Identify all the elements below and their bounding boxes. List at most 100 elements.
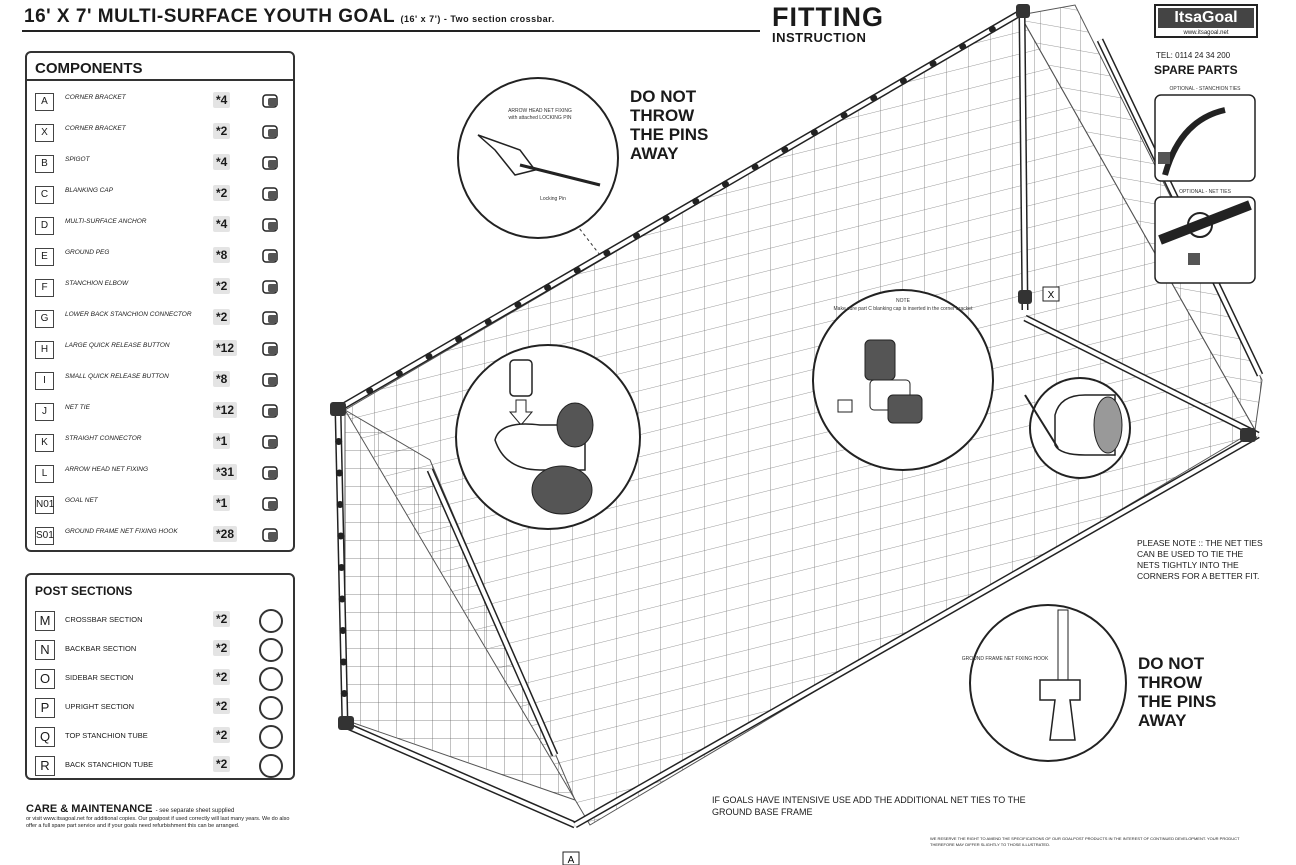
tube-profile-icon bbox=[259, 725, 283, 749]
left-sidebar-inner bbox=[344, 723, 576, 827]
tube-end-top-icon bbox=[556, 402, 594, 448]
warning-top-line3: THE PINS bbox=[630, 125, 709, 144]
callout-locking-pin-label: Locking Pin bbox=[540, 196, 566, 202]
component-code: S01 bbox=[35, 527, 54, 545]
warning-bottom-line3: THE PINS bbox=[1138, 692, 1217, 711]
post-qty: *2 bbox=[213, 669, 231, 685]
tube-end-bottom-icon bbox=[531, 465, 593, 515]
telephone: TEL: 0114 24 34 200 bbox=[1156, 51, 1231, 60]
callout-ground-hook: GROUND FRAME NET FIXING HOOK bbox=[962, 604, 1127, 762]
brand-logo: ItsaGoal www.itsagoal.net bbox=[1154, 4, 1258, 38]
component-desc: NET TIE bbox=[65, 404, 90, 411]
bracket-back-right bbox=[1240, 428, 1256, 442]
net-fixing-dot bbox=[810, 129, 818, 137]
component-qty: *2 bbox=[213, 123, 231, 139]
ground-frame-hook-label: GROUND FRAME NET FIXING HOOK bbox=[962, 656, 1049, 662]
tube-profile-icon bbox=[259, 638, 283, 662]
net-fixing-dots bbox=[335, 25, 996, 697]
title-subtitle: (16' x 7') - Two section crossbar. bbox=[400, 14, 555, 24]
anchor-tube-icon bbox=[1093, 396, 1123, 454]
warning-bottom-line2: THROW bbox=[1138, 673, 1203, 692]
post-desc: BACKBAR SECTION bbox=[65, 644, 137, 653]
spigot-detail-icon bbox=[509, 359, 533, 397]
component-qty: *4 bbox=[213, 154, 231, 170]
backbar-inner bbox=[574, 433, 1259, 827]
fitting-word: FITTING bbox=[772, 2, 884, 32]
component-desc: SMALL QUICK RELEASE BUTTON bbox=[65, 373, 169, 380]
component-qty: *8 bbox=[213, 247, 231, 263]
warning-top-line1: DO NOT bbox=[630, 87, 697, 106]
right-upright-inner bbox=[1020, 11, 1027, 311]
bracket-top-right bbox=[1016, 4, 1030, 18]
care-text: or visit www.itsagoal.net for additional… bbox=[26, 816, 290, 829]
straight-connector-icon bbox=[262, 435, 278, 449]
warning-bottom: DO NOT THROW THE PINS AWAY bbox=[1138, 654, 1216, 730]
net-fixing-dot bbox=[959, 42, 967, 50]
net-fixing-dot bbox=[514, 301, 522, 309]
large-button-icon bbox=[262, 342, 278, 356]
component-row: C BLANKING CAP *2 bbox=[35, 182, 289, 208]
component-qty: *2 bbox=[213, 185, 231, 201]
locking-pin-icon bbox=[519, 163, 601, 187]
fixing-hook-icon bbox=[262, 528, 278, 542]
component-desc: BLANKING CAP bbox=[65, 187, 114, 194]
component-desc: GOAL NET bbox=[65, 497, 98, 504]
post-sections-heading: POST SECTIONS bbox=[35, 584, 133, 598]
net-fixing-dot bbox=[721, 180, 729, 188]
post-qty: *2 bbox=[213, 727, 231, 743]
title-text: 16' X 7' MULTI-SURFACE YOUTH GOAL bbox=[24, 6, 395, 27]
callout-arrow-head-sub: with attached LOCKING PIN bbox=[508, 115, 571, 121]
net-fixing-dot bbox=[340, 658, 348, 666]
optional-stanchion-label: OPTIONAL - STANCHION TIES bbox=[1169, 86, 1241, 92]
post-code: R bbox=[35, 756, 55, 776]
component-qty: *2 bbox=[213, 278, 231, 294]
net-fixing-dot bbox=[870, 94, 878, 102]
callout-blanking-cap-note: NOTE Make sure part C blanking cap is in… bbox=[812, 289, 994, 471]
blanking-cap-detail-icon bbox=[864, 339, 896, 381]
spare-parts-heading: SPARE PARTS bbox=[1154, 63, 1238, 77]
component-code: E bbox=[35, 248, 54, 266]
callout-arrow-head-label: ARROW HEAD NET FIXING bbox=[508, 108, 572, 114]
tube-profile-icon bbox=[259, 609, 283, 633]
ground-peg-detail-icon bbox=[1024, 394, 1059, 449]
component-code: C bbox=[35, 186, 54, 204]
callout-arrow-head-fixing: ARROW HEAD NET FIXING with attached LOCK… bbox=[457, 77, 619, 256]
post-desc: BACK STANCHION TUBE bbox=[65, 760, 154, 769]
fixing-hook-detail-icon bbox=[1039, 679, 1081, 741]
net-fixing-dot bbox=[339, 627, 347, 634]
component-qty: *1 bbox=[213, 433, 231, 449]
component-desc: LOWER BACK STANCHION CONNECTOR bbox=[65, 311, 192, 318]
component-desc: STRAIGHT CONNECTOR bbox=[65, 435, 142, 442]
optional-net-label: OPTIONAL - NET TIES bbox=[1179, 189, 1232, 195]
bracket-bottom-left bbox=[338, 716, 354, 730]
tube-profile-icon bbox=[259, 667, 283, 691]
component-qty: *31 bbox=[213, 464, 238, 480]
corner-brackets bbox=[330, 4, 1256, 730]
warning-top-line2: THROW bbox=[630, 106, 695, 125]
component-code: G bbox=[35, 310, 54, 328]
component-desc: LARGE QUICK RELEASE BUTTON bbox=[65, 342, 170, 349]
net-fixing-dot bbox=[662, 215, 670, 223]
care-title-text: CARE & MAINTENANCE bbox=[26, 803, 153, 815]
component-qty: *4 bbox=[213, 92, 231, 108]
bracket-top-left bbox=[330, 402, 346, 416]
post-qty: *2 bbox=[213, 698, 231, 714]
callout-circle-1 bbox=[457, 77, 619, 239]
net-fixing-dot bbox=[899, 77, 907, 85]
post-qty: *2 bbox=[213, 640, 231, 656]
insert-arrow-icon bbox=[508, 399, 534, 426]
net-tie-loop-icon bbox=[1187, 212, 1213, 238]
net-fixing-dot bbox=[573, 266, 581, 274]
connector-icon bbox=[262, 311, 278, 325]
